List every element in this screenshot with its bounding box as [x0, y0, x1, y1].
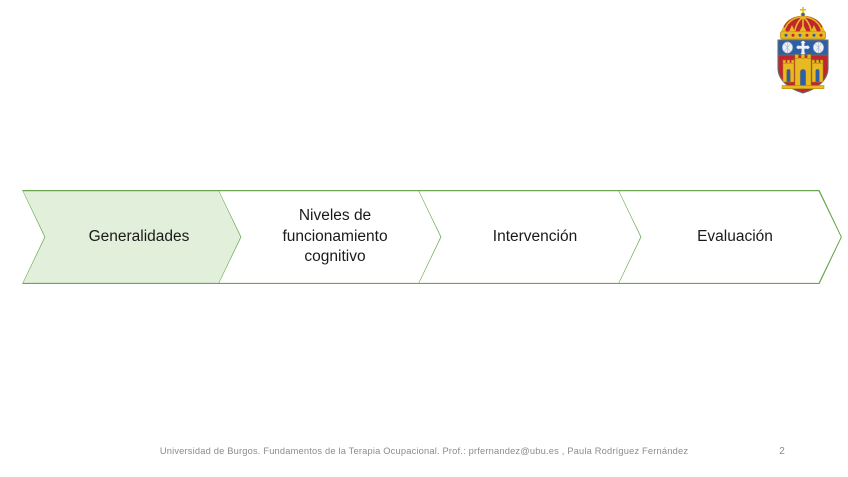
process-step-niveles-funcionamiento-cognitivo[interactable]: Niveles de funcionamiento cognitivo	[218, 190, 442, 284]
process-step-label: Evaluación	[697, 227, 773, 245]
crown-group	[780, 7, 826, 40]
scallop-shell-right	[812, 41, 824, 54]
slide-footer: Universidad de Burgos. Fundamentos de la…	[0, 446, 848, 466]
process-step-evaluacion[interactable]: Evaluación	[618, 190, 842, 284]
coat-of-arms-icon	[770, 6, 836, 94]
chevron-fill	[619, 191, 841, 283]
chevron-fill	[219, 191, 441, 283]
process-step-label: Generalidades	[88, 227, 190, 245]
slide-page-number: 2	[779, 446, 785, 457]
castle-icon	[781, 54, 825, 89]
process-step-generalidades[interactable]: Generalidades	[22, 190, 246, 284]
footer-credit-text: Universidad de Burgos. Fundamentos de la…	[159, 446, 689, 456]
scallop-shell-left	[782, 41, 793, 54]
process-step-label: Niveles de funcionamiento cognitivo	[282, 207, 388, 266]
coat-of-arms-svg	[777, 7, 829, 94]
cross-icon	[796, 40, 810, 55]
chevron-fill	[419, 191, 641, 283]
chevron-fill	[23, 191, 245, 283]
process-step-intervencion[interactable]: Intervención	[418, 190, 642, 284]
process-chevron-band: Generalidades Niveles de funcionamiento …	[0, 190, 848, 286]
process-step-label: Intervención	[492, 227, 578, 245]
shield-group	[777, 39, 829, 94]
